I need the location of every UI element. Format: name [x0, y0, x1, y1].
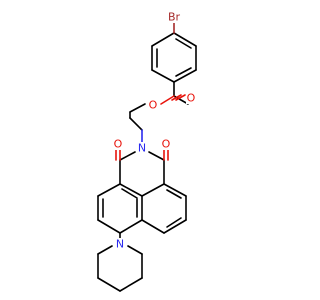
ester-link-o-label: O [149, 99, 158, 112]
atom-piperidine-n: N [115, 238, 125, 251]
imide-o-right-label: O [162, 138, 171, 151]
molecule-canvas: Br O O O O N N [97, 11, 197, 292]
atom-imide-n: N [137, 142, 147, 155]
atom-imide-o-right: O [161, 138, 171, 151]
structure-diagram: Br O O O O N N [97, 11, 197, 292]
piperidine-ring [97, 245, 143, 292]
atom-ester-o-carbonyl: O [186, 92, 196, 105]
naphthalene-core [97, 183, 187, 234]
ethylene-linker [129, 111, 143, 131]
atom-bromine: Br [165, 11, 183, 24]
atom-ester-o-link: O [148, 99, 158, 112]
bromine-label: Br [168, 11, 181, 24]
imide-o-left-label: O [114, 138, 123, 151]
imide-n-label: N [138, 142, 146, 155]
ester-group [129, 94, 189, 113]
bromophenyl-ring [151, 32, 197, 83]
piperidine-n-label: N [116, 238, 124, 251]
ester-carbonyl-o-label: O [187, 92, 196, 105]
atom-imide-o-left: O [113, 138, 123, 151]
imide-ring [115, 129, 169, 185]
